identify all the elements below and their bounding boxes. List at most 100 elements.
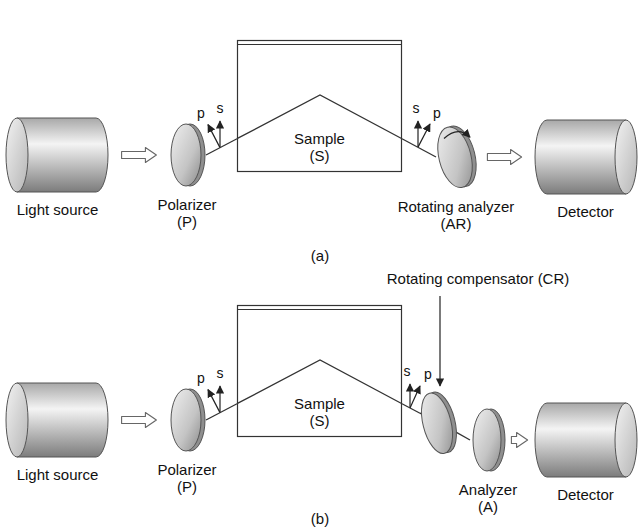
cylinder-face — [615, 403, 637, 477]
rotation-arrow — [444, 132, 470, 139]
rotating-compensator: Rotating compensator (CR) — [420, 390, 456, 456]
polarizer-shape — [168, 122, 206, 188]
label-holder: Polarizer (P) — [151, 461, 223, 496]
component-label: Detector — [557, 203, 614, 220]
optic-disc — [432, 122, 482, 191]
s-axis-arrow — [409, 384, 410, 408]
light-direction-arrow — [122, 413, 157, 428]
panel-label: (a) — [311, 247, 329, 264]
label-holder: Sample (S) — [289, 395, 351, 430]
component-label: Light source — [17, 466, 99, 483]
beam-path — [206, 139, 237, 155]
sample-film — [238, 44, 402, 45]
label-holder: Rotating analyzer (AR) — [386, 198, 526, 233]
sample-outline — [238, 306, 402, 437]
component-label: Rotating compensator (CR) — [387, 270, 570, 287]
light-source-shape — [5, 117, 110, 193]
detector: Detector — [533, 402, 638, 478]
beam-path — [402, 139, 436, 157]
p-axis-arrow — [208, 125, 220, 148]
sample-outline — [238, 41, 402, 172]
polarization-axis-label: s — [404, 363, 411, 379]
label-holder: p — [197, 104, 205, 122]
disc-face — [171, 389, 201, 451]
cylinder-body — [17, 383, 108, 457]
rotating-analyzer-shape — [436, 124, 476, 190]
beam-path — [402, 404, 420, 413]
component-label: Rotating analyzer (AR) — [386, 198, 526, 233]
label-holder: p — [433, 104, 441, 122]
label-holder: Detector — [557, 203, 614, 221]
cylinder-body — [535, 120, 626, 194]
beam-path — [456, 432, 470, 440]
label-holder: Analyzer (A) — [452, 481, 524, 516]
polarizer: Polarizer (P) — [168, 387, 206, 453]
s-axis-arrow — [219, 121, 220, 148]
rotating-analyzer: Rotating analyzer (AR) — [436, 124, 476, 190]
polarization-axis-label: p — [197, 370, 205, 386]
polarization-axis-label: s — [217, 100, 224, 116]
label-holder: s — [404, 362, 411, 380]
polarization-axis-label: p — [424, 366, 432, 382]
polarizer: Polarizer (P) — [168, 122, 206, 188]
sample-film — [238, 309, 402, 310]
p-axis-arrow — [418, 124, 430, 147]
label-holder: (b) — [311, 510, 329, 528]
label-holder: p — [197, 369, 205, 387]
cylinder-body — [535, 403, 626, 477]
label-holder: Rotating compensator (CR) — [387, 270, 570, 288]
detector-shape — [533, 119, 638, 195]
label-holder: p — [424, 365, 432, 383]
polarization-axis-label: p — [433, 105, 441, 121]
cylinder-face — [6, 383, 28, 457]
polarization-axis-label: p — [197, 105, 205, 121]
label-holder: Sample (S) — [289, 130, 351, 165]
leader-arrow — [439, 296, 440, 386]
detector: Detector — [533, 119, 638, 195]
label-holder: Light source — [17, 466, 99, 484]
disc-face — [432, 123, 478, 191]
p-axis-arrow — [410, 386, 420, 408]
label-holder: (a) — [311, 247, 329, 265]
light-source: Light source — [5, 117, 110, 193]
light-direction-arrow — [122, 148, 157, 163]
component-label: Light source — [17, 201, 99, 218]
light-source: Light source — [5, 382, 110, 458]
optic-disc — [171, 389, 205, 451]
s-axis-arrow — [417, 121, 418, 147]
label-holder: Detector — [557, 486, 614, 504]
analyzer-shape — [470, 407, 506, 473]
label-holder: Polarizer (P) — [151, 196, 223, 231]
label-holder: s — [217, 99, 224, 117]
sample-box: Sample (S) — [237, 40, 402, 172]
component-label: Polarizer (P) — [151, 196, 223, 231]
component-label: Sample (S) — [289, 395, 351, 430]
label-holder: s — [413, 99, 420, 117]
component-label: Detector — [557, 486, 614, 503]
light-direction-arrow — [487, 150, 521, 165]
label-holder: s — [217, 364, 224, 382]
analyzer: Analyzer (A) — [470, 407, 506, 473]
panel-label: (b) — [311, 510, 329, 527]
cylinder-face — [615, 120, 637, 194]
cylinder-face — [6, 118, 28, 192]
rotating-compensator-shape — [420, 390, 456, 456]
optic-disc — [171, 124, 205, 186]
light-direction-arrow — [511, 433, 527, 448]
disc-face — [171, 124, 201, 186]
p-axis-arrow — [208, 390, 220, 413]
disc-face — [473, 409, 501, 471]
beam-path — [206, 404, 237, 420]
polarizer-shape — [168, 387, 206, 453]
light-source-shape — [5, 382, 110, 458]
label-holder: Light source — [17, 201, 99, 219]
disc-face — [416, 390, 458, 457]
polarization-axis-label: s — [217, 365, 224, 381]
polarization-axis-label: s — [413, 100, 420, 116]
component-label: Polarizer (P) — [151, 461, 223, 496]
sample-box: Sample (S) — [237, 305, 402, 437]
optic-disc — [416, 389, 462, 457]
optic-disc — [473, 409, 505, 471]
component-label: Sample (S) — [289, 130, 351, 165]
cylinder-body — [17, 118, 108, 192]
